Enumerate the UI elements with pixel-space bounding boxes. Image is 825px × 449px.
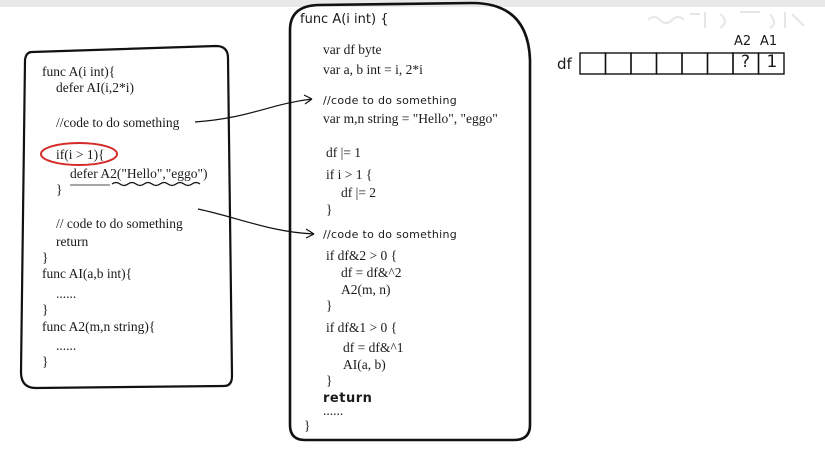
left-line-14: ...... (56, 338, 77, 353)
arrowhead-2 (305, 228, 315, 239)
left-line-5: defer A2("Hello","eggo") (70, 166, 208, 181)
left-line-7: // code to do something (56, 216, 183, 231)
mid-line-14: if df&1 > 0 { (326, 320, 398, 335)
mid-line-5: df |= 1 (326, 145, 362, 160)
arrowhead-1 (303, 94, 313, 105)
bitfield-header-a2: A2 (734, 34, 752, 49)
mid-line-17: } (326, 373, 333, 388)
mid-line-16: AI(a, b) (343, 357, 386, 372)
bitfield-cell (630, 52, 658, 75)
bitfield-cell (655, 52, 683, 75)
watermark-scribble (647, 11, 805, 29)
left-line-3: //code to do something (56, 115, 180, 130)
wavy-underline (111, 181, 201, 187)
mid-line-3: //code to do something (323, 94, 458, 107)
mid-line-13: } (326, 298, 333, 313)
mid-line-4: var m,n string = "Hello", "eggo" (323, 111, 498, 126)
mid-line-1: var df byte (323, 42, 382, 57)
mid-line-9: //code to do something (323, 228, 458, 241)
bitfield-cell (579, 52, 607, 75)
arrow-to-second-comment (197, 208, 315, 235)
mid-line-7: df |= 2 (341, 185, 377, 200)
mid-line-11: df = df&^2 (341, 265, 402, 280)
left-line-10: func AI(a,b int){ (42, 266, 133, 281)
mid-line-19: ...... (323, 403, 344, 418)
bitfield-label: df (557, 55, 572, 73)
left-line-11: ...... (56, 286, 77, 301)
top-edge-bar (0, 0, 825, 7)
left-line-13: func A2(m,n string){ (42, 319, 156, 334)
bitfield-cell (706, 52, 734, 75)
middle-title: func A(i int) { (300, 12, 389, 27)
left-line-12: } (42, 302, 49, 317)
mid-line-15: df = df&^1 (343, 340, 404, 355)
arrow-to-first-comment (194, 98, 313, 123)
left-line-9: } (42, 250, 49, 265)
bitfield-cell (604, 52, 632, 75)
mid-line-2: var a, b int = i, 2*i (323, 62, 423, 77)
left-line-8: return (56, 234, 89, 249)
bitfield-header-a1: A1 (760, 34, 778, 49)
left-line-15: } (42, 354, 49, 369)
left-line-4: if(i > 1){ (56, 147, 105, 162)
mid-line-20: } (304, 418, 311, 433)
left-line-1: func A(i int){ (42, 64, 116, 79)
bitfield-cell (681, 52, 709, 75)
mid-line-6: if i > 1 { (326, 167, 373, 182)
bitfield-cell-value: ? (741, 52, 751, 72)
mid-line-8: } (326, 202, 333, 217)
mid-line-18: return (323, 391, 373, 406)
left-line-6: } (56, 182, 63, 197)
mid-line-12: A2(m, n) (341, 282, 391, 297)
mid-line-10: if df&2 > 0 { (326, 248, 398, 263)
left-line-2: defer AI(i,2*i) (56, 80, 134, 95)
bitfield-cell-value: 1 (766, 52, 778, 72)
